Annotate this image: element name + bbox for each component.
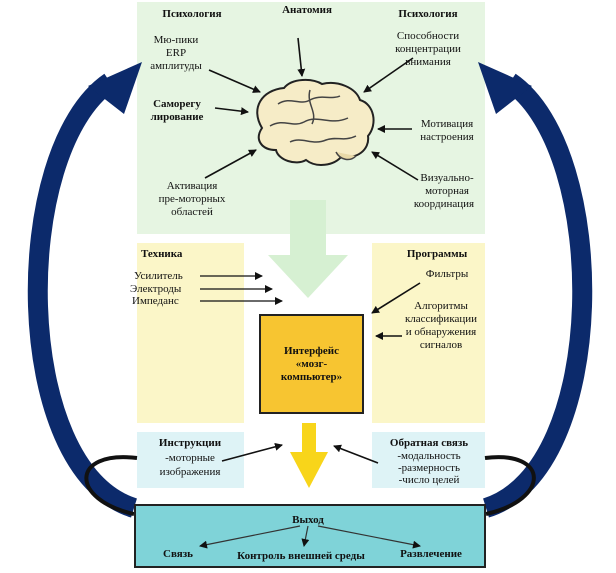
arrow-premotor-to-brain [204,149,257,179]
programs-item2-line3: и обнаружения [405,326,477,338]
output-item1: Связь [163,548,193,560]
psych-left-item2-line1: Саморегу [153,98,201,110]
psych-right-item1-line1: Способности [396,30,460,42]
curved-arrow-right-head [478,62,532,114]
feedback-title: Обратная связь [389,437,469,449]
bci-line3: компьютер» [280,370,343,383]
arrow-anatomy-to-brain [297,37,306,77]
psych-right-title: Психология [398,8,458,20]
anatomy-title: Анатомия [282,4,332,16]
psych-right-item3-line1: Визуально- [420,172,474,184]
bci-line1: Интерфейс [283,344,339,357]
arrow-feedback [333,444,379,464]
arrow-selfreg-to-brain [214,107,249,116]
curved-arrow-left-head [88,62,142,114]
technique-item3: Импеданс [132,295,179,307]
psych-right-item2-line1: Мотивация [420,118,474,130]
anatomy-panel [247,2,370,84]
output-arrow-right [317,525,421,549]
psych-left-item3-line3: областей [171,206,213,218]
programs-item2-line4: сигналов [419,339,463,351]
down-arrow-green [268,200,348,298]
feedback-panel [372,432,485,488]
instructions-line2: изображения [159,466,221,478]
psych-right-item3-line3: координация [413,198,475,210]
programs-title: Программы [406,248,468,260]
output-arrow-left [199,525,301,549]
down-arrow-yellow [290,423,328,488]
programs-item2-line2: классификации [404,313,478,325]
feedback-line2: -размерность [398,462,460,474]
curved-arrow-left [27,73,138,518]
bci-box: Интерфейс «мозг- компьютер» [259,314,364,414]
programs-panel [372,243,485,423]
psych-right-item2-line2: настроения [420,131,474,143]
psych-left-item1-line3: амплитуды [150,60,202,72]
psych-left-item2-line2: лирование [150,111,204,123]
psych-left-item3-line2: пре-моторных [158,193,226,205]
output-item3: Развлечение [400,548,462,560]
feedback-line3: -число целей [398,474,460,486]
programs-item2-line1: Алгоритмы [414,300,468,312]
psychology-left-panel [137,2,247,234]
psych-right-item1-line3: внимания [405,56,451,68]
programs-item1: Фильтры [425,268,469,280]
psych-left-item3-line1: Активация [166,180,218,192]
instructions-line1: -моторные [165,452,215,464]
output-box [134,504,486,568]
arrow-instructions [221,442,283,462]
arrow-attention-to-brain [363,57,414,93]
technique-item2: Электроды [130,283,182,295]
psychology-right-panel [370,2,485,234]
brain-icon [256,78,375,166]
feedback-line1: -модальность [397,450,461,462]
curved-arrow-right [482,73,593,518]
psych-left-item1-line2: ERP [165,47,187,59]
output-title: Выход [292,514,324,526]
arrow-filters [371,282,421,314]
technique-item1: Усилитель [134,270,183,282]
arrow-visuomotor-to-brain [371,151,419,181]
technique-title: Техника [141,248,183,260]
psych-left-item1-line1: Мю-пики [153,34,199,46]
instructions-title: Инструкции [158,437,222,449]
output-arrow-mid [301,525,310,547]
left-loop-line [84,455,138,516]
output-item2: Контроль внешней среды [237,550,365,562]
technique-panel [137,243,244,423]
psych-right-item3-line2: моторная [425,185,469,197]
bci-line2: «мозг- [295,357,328,370]
right-loop-line [484,455,536,516]
arrow-mu-to-brain [208,69,261,93]
psych-left-title: Психология [162,8,222,20]
psych-right-item1-line2: концентрации [395,43,461,55]
